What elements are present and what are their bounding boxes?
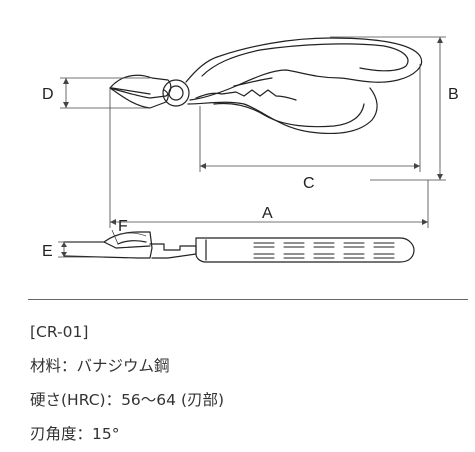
dimension-label-b: B xyxy=(448,86,459,103)
spec-model-number: [CR-01] xyxy=(30,323,89,341)
side-joint-step xyxy=(149,243,197,259)
side-jaw-bevel xyxy=(103,241,151,249)
jaw-cutting-edge xyxy=(111,87,151,95)
lower-handle-inner xyxy=(213,102,365,128)
dimension-label-f: F xyxy=(118,218,128,235)
pliers-technical-drawing: D B C A F E xyxy=(42,36,459,263)
upper-handle-inner xyxy=(201,43,409,77)
dimension-lines xyxy=(58,36,446,258)
dimension-label-a: A xyxy=(262,205,273,222)
spec-blade-angle: 刃角度：15° xyxy=(30,425,120,443)
spec-hardness: 硬さ(HRC)：56〜64 (刃部) xyxy=(30,391,225,409)
return-spring xyxy=(195,89,297,101)
side-jaw-profile xyxy=(63,231,153,259)
dimension-label-c: C xyxy=(303,175,315,192)
lower-handle xyxy=(187,87,378,135)
spring-rail xyxy=(233,77,273,87)
dimension-arrows xyxy=(61,37,443,257)
pliers-side-view xyxy=(63,231,415,263)
side-handle xyxy=(195,237,415,263)
pivot-outer xyxy=(162,79,190,107)
grip-grooves xyxy=(253,242,395,259)
section-divider xyxy=(28,299,468,300)
dimension-label-e: E xyxy=(42,243,53,260)
side-jaw-cut xyxy=(117,240,147,245)
dimension-label-d: D xyxy=(42,86,54,103)
spec-material: 材料：バナジウム鋼 xyxy=(30,357,170,375)
lower-jaw xyxy=(109,87,169,109)
upper-handle xyxy=(185,37,423,101)
pivot-rivet xyxy=(168,85,184,101)
pliers-top-view xyxy=(109,37,423,135)
